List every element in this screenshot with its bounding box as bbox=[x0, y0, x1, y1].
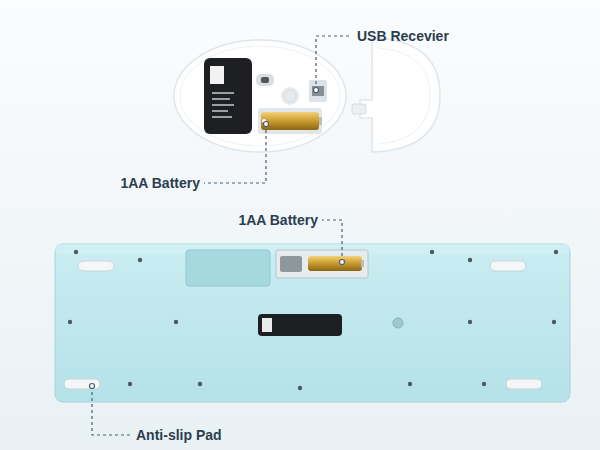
leader-lines bbox=[92, 36, 352, 435]
keyboard-bottom bbox=[55, 244, 570, 402]
mouse-bottom bbox=[174, 40, 346, 152]
leader-dots bbox=[90, 88, 345, 389]
callout-label: Anti-slip Pad bbox=[136, 427, 222, 444]
callout-label: 1AA Battery bbox=[238, 212, 318, 229]
battery-cover bbox=[352, 38, 440, 152]
callout-label: 1AA Battery bbox=[120, 175, 200, 192]
callout-label: USB Recevier bbox=[357, 28, 449, 45]
